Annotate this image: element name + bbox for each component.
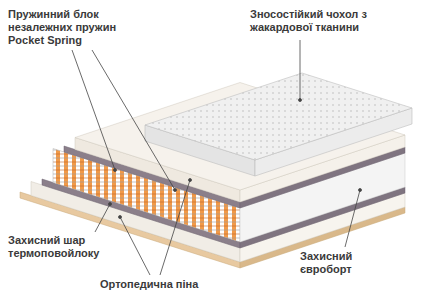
leader-line [72, 50, 115, 170]
callout-label: Зносостійкий чохол з жакардової тканини [250, 8, 400, 34]
leader-dot [299, 99, 302, 102]
leader-dot [359, 189, 362, 192]
leader-dot [114, 169, 117, 172]
callout-label: Ортопедична піна [100, 278, 240, 291]
cover [145, 73, 412, 160]
leader-line [300, 40, 301, 100]
leader-dot [119, 216, 122, 219]
leader-dot [174, 189, 177, 192]
leader-line [345, 190, 360, 247]
leader-line [120, 217, 150, 275]
leader-line [95, 204, 110, 232]
callout-label: Захисний шар термоповойлоку [8, 234, 120, 260]
callout-label: Пружинний блок незалежних пружин Pocket … [8, 8, 126, 48]
leader-dot [109, 203, 112, 206]
leader-line [92, 50, 175, 190]
leader-dot [189, 179, 192, 182]
leader-line [160, 180, 190, 275]
callout-label: Захисний євроборт [300, 250, 390, 276]
